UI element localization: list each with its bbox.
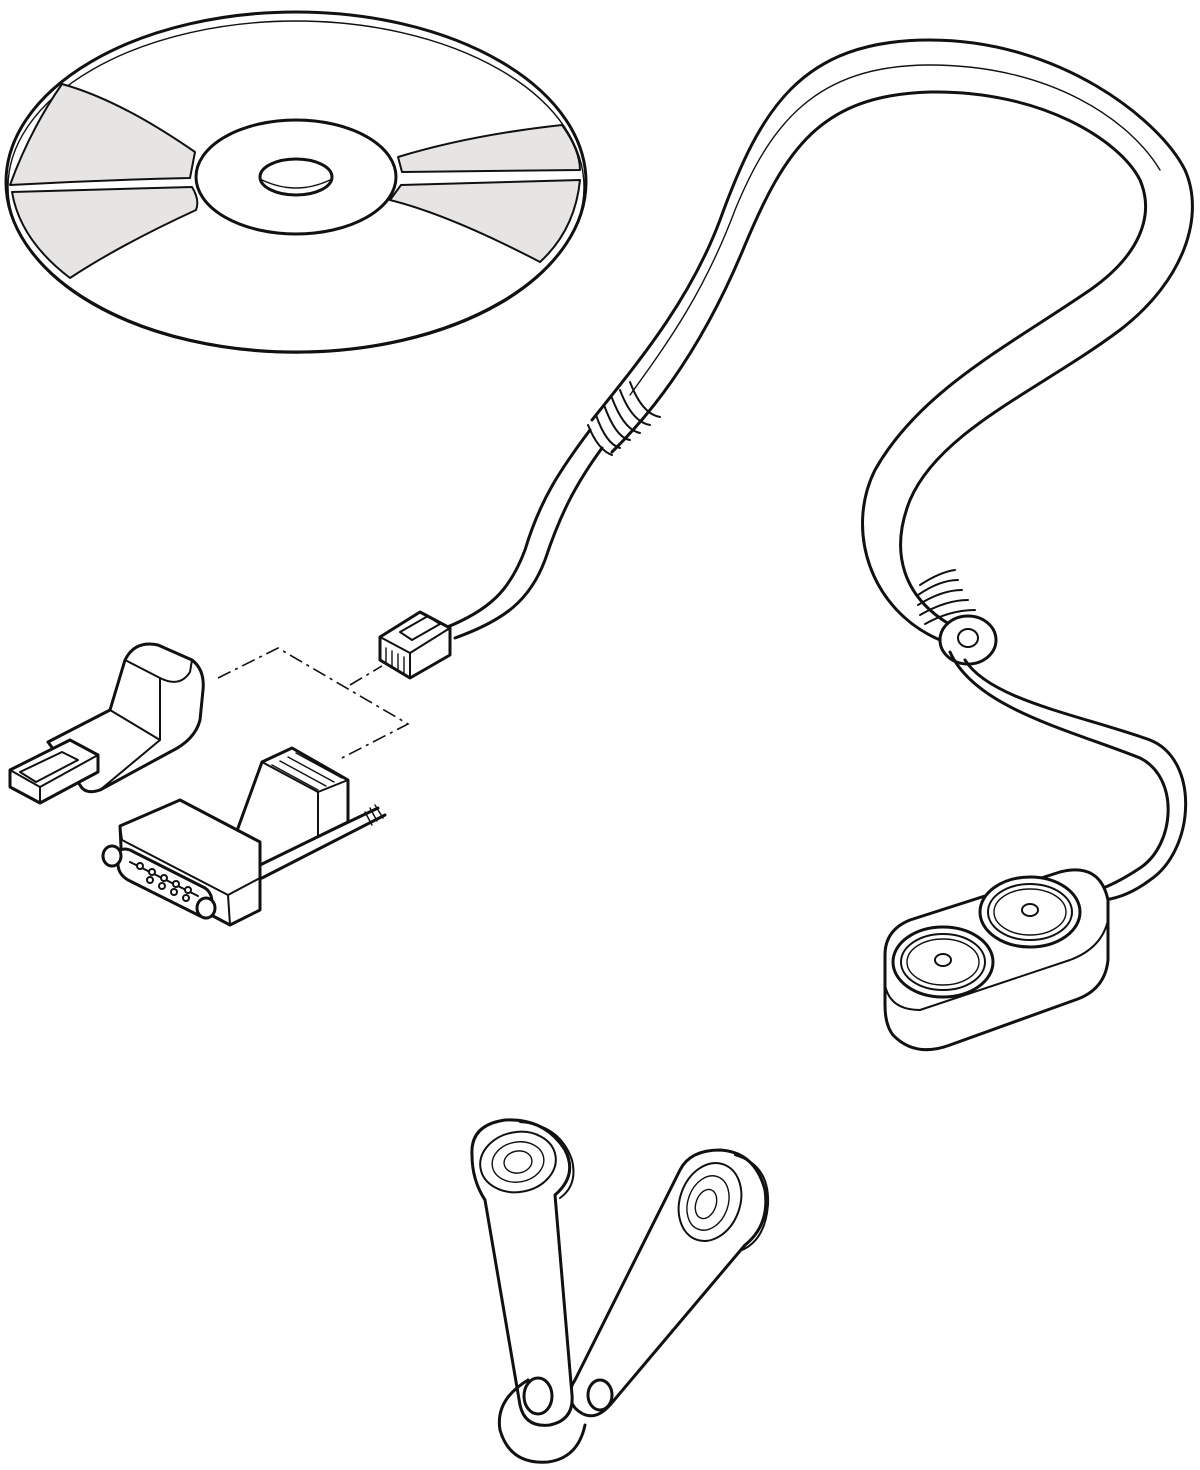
dual-ibutton-reader-icon: [883, 868, 1110, 1052]
db9-adapter-icon: [101, 746, 387, 927]
db9-pins: [136, 862, 192, 902]
coiled-cable-icon: [443, 38, 1194, 902]
usb-adapter-icon: [8, 642, 205, 805]
cd-disc-icon: [4, 10, 588, 354]
ibutton-key-fob-icon: [470, 1118, 770, 1464]
rj-connector-icon: [378, 610, 452, 680]
alignment-guide-lines: [217, 647, 410, 761]
